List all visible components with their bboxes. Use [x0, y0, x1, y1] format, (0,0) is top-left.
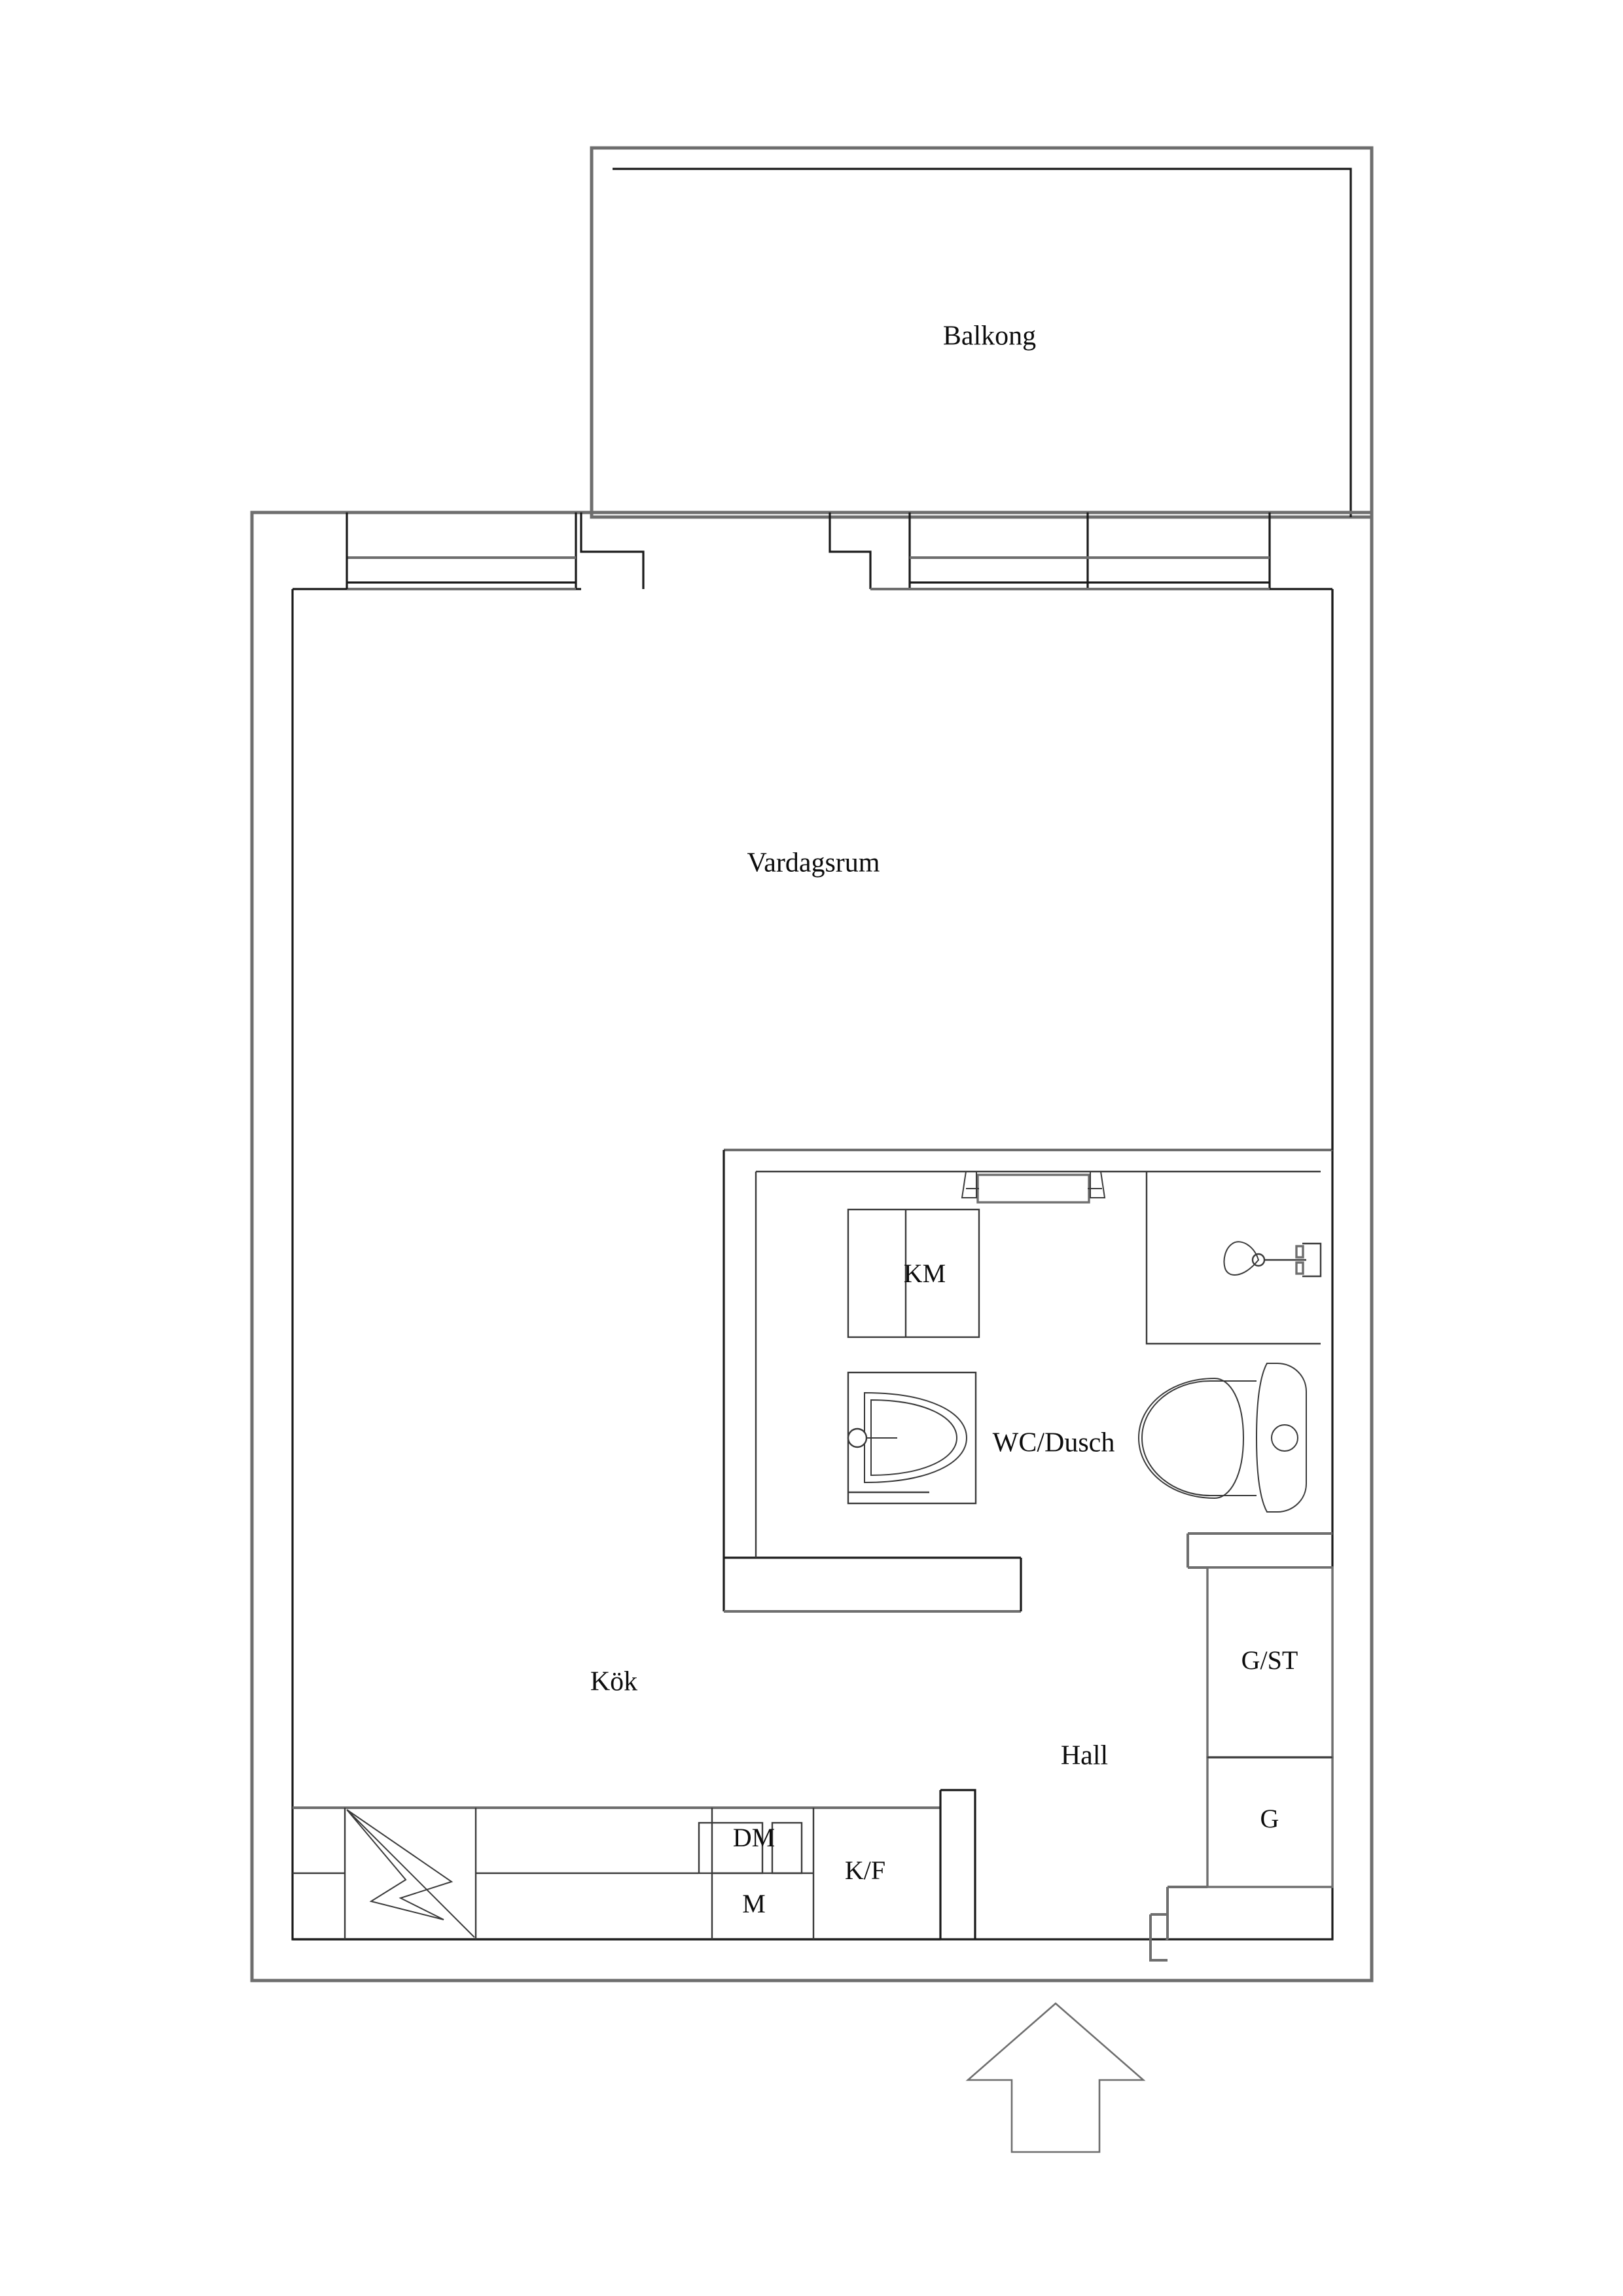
sink-basin-large	[698, 1821, 764, 1874]
kitchen-hall-partition	[939, 1789, 976, 1939]
wash-basin	[847, 1371, 977, 1505]
appliance-label-wardrobe-gst: G/ST	[1241, 1645, 1298, 1675]
stove-hob-symbol	[346, 1809, 475, 1938]
shower-head-clip-top	[1295, 1245, 1304, 1259]
entrance-arrow-shape	[965, 2002, 1146, 2153]
toilet-flush-button	[1271, 1424, 1298, 1452]
appliance-label-wardrobe-g: G	[1260, 1804, 1279, 1833]
bathroom-walls	[722, 589, 1334, 1613]
room-label-hall: Hall	[1061, 1741, 1108, 1771]
room-label-balcony: Balkong	[943, 321, 1036, 351]
towel-rail-bracket-right	[1090, 1171, 1106, 1198]
washing-machine	[847, 1208, 980, 1338]
shower-partition-wall	[1145, 1172, 1321, 1345]
entrance-direction-arrow	[965, 2002, 1146, 2153]
room-label-living-room: Vardagsrum	[747, 848, 880, 878]
shower-head-clip-bottom	[1295, 1261, 1304, 1275]
toilet-seat-outline	[1141, 1380, 1257, 1496]
appliance-label-microwave: M	[742, 1889, 766, 1918]
shower-head-bracket	[1302, 1242, 1322, 1278]
sink-basin-small	[771, 1821, 803, 1874]
kitchen-hall-wall	[940, 1789, 976, 1939]
balcony-inner-wall	[613, 168, 1352, 517]
room-labels: Balkong Vardagsrum WC/Dusch Kök Hall	[590, 321, 1115, 1771]
top-wall-jambs	[346, 512, 1271, 590]
stove-symbol-path	[346, 1809, 475, 1938]
appliance-label-fridge-freezer: K/F	[845, 1856, 885, 1885]
towel-rail-body	[976, 1174, 1090, 1204]
washing-machine-body	[847, 1208, 980, 1338]
appliance-label-washing-machine: KM	[904, 1259, 946, 1288]
wardrobe-gst-box	[1206, 1566, 1334, 1759]
shower-head-icon	[1223, 1241, 1322, 1278]
appliance-labels: KM DM M K/F G/ST G	[733, 1259, 1298, 1918]
room-label-bathroom: WC/Dusch	[993, 1428, 1115, 1458]
wardrobe-group	[1186, 1532, 1334, 1888]
shower-rose	[1223, 1241, 1260, 1276]
wash-basin-bowl-inner	[870, 1399, 958, 1477]
kitchen-counter	[293, 1806, 942, 1941]
wardrobe-g-box	[1206, 1756, 1334, 1888]
room-label-kitchen: Kök	[590, 1667, 637, 1697]
balcony-door-left-jamb	[575, 512, 645, 589]
inner-wall-perimeter	[291, 589, 1334, 1941]
appliance-label-dishwasher: DM	[733, 1823, 775, 1852]
wash-basin-tap	[847, 1427, 868, 1448]
living-room-window-left-jamb	[829, 512, 872, 589]
toilet-cistern	[1255, 1363, 1307, 1513]
wash-basin-bowl	[864, 1391, 968, 1484]
towel-rail-bracket-left	[961, 1171, 977, 1198]
entrance-recess	[1149, 1886, 1207, 1962]
toilet-bowl	[1137, 1377, 1245, 1499]
toilet	[1137, 1363, 1307, 1513]
outer-wall-perimeter	[250, 511, 1374, 1982]
entrance-step-notch	[1149, 1939, 1168, 1962]
towel-rail-radiator	[961, 1171, 1106, 1204]
building-envelope	[250, 511, 1374, 1982]
shower-enclosure	[1145, 1172, 1322, 1345]
